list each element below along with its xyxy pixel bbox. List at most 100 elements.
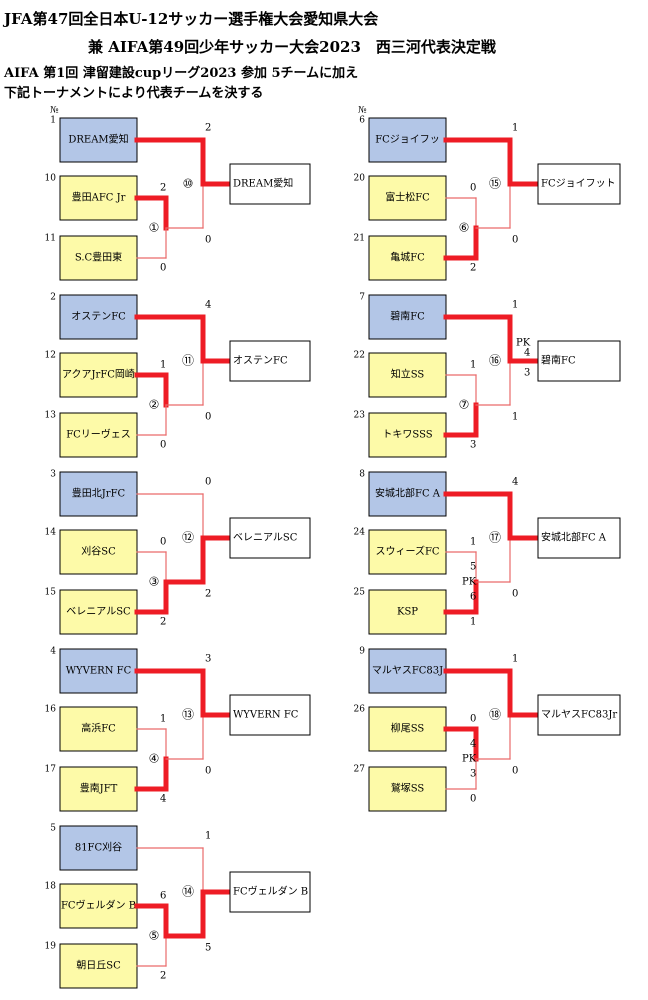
title-line-2: 兼 AIFA第49回少年サッカー大会2023 西三河代表決定戦: [88, 38, 496, 56]
match-5-winner-box: [229, 871, 311, 913]
match-8-seed-name: 安城北部FC A: [375, 487, 441, 500]
match-4-bottom-seed-number: 17: [45, 765, 57, 775]
match-8-winner-box: [537, 517, 621, 559]
match-2-bottom-name: FCリーヴェス: [66, 428, 131, 441]
match-1-sub-match-id: ①: [149, 221, 160, 235]
match-3-seed-box: [59, 471, 138, 517]
match-8-top-box: [368, 529, 447, 575]
match-7-winner-name: 碧南FC: [541, 354, 576, 367]
match-3-bottom-score: 2: [160, 617, 166, 628]
match-6-top-score: 0: [470, 183, 476, 194]
match-6-seed-score: 1: [512, 123, 518, 134]
match-4-seed-score: 3: [205, 654, 211, 665]
match-3-sub-score: 2: [205, 589, 211, 600]
match-6-bottom-score: 2: [470, 263, 476, 274]
match-9-sub-pk-top: 4: [470, 739, 476, 750]
match-7-bottom-seed-number: 23: [354, 411, 366, 421]
match-3-match-id: ⑫: [182, 531, 194, 545]
match-8-bottom-name: KSP: [397, 607, 418, 618]
match-8-top-score: 1: [470, 537, 476, 548]
match-8-bottom-score: 1: [470, 617, 476, 628]
match-2-bottom-box: [59, 412, 138, 458]
match-9-seed-name: マルヤスFC83J: [372, 666, 443, 677]
match-2-top-name: アクアJrFC岡崎: [62, 368, 135, 381]
match-3-top-seed-number: 14: [45, 528, 57, 538]
match-5-bottom-seed-number: 19: [45, 942, 57, 952]
match-5-winner-name: FCヴェルダン B: [233, 885, 308, 898]
match-4-match-id: ⑬: [182, 708, 194, 722]
match-6-top-seed-number: 20: [354, 174, 366, 184]
match-1-seed-seed-number: 1: [50, 116, 56, 126]
match-9-top-name: 柳尾SS: [391, 722, 425, 735]
match-5-bottom-name: 朝日丘SC: [76, 960, 121, 972]
match-5-top-seed-number: 18: [45, 882, 57, 892]
match-9-seed-box: [368, 648, 447, 694]
match-9-bottom-score: 0: [470, 794, 476, 805]
match-7-seed-name: 碧南FC: [390, 310, 425, 323]
match-3-top-score: 0: [160, 537, 166, 548]
match-8-seed-seed-number: 8: [359, 470, 365, 480]
match-9-sub-pk-label: PK: [462, 754, 477, 765]
match-4-top-score: 1: [160, 714, 166, 725]
match-5-top-name: FCヴェルダン B: [61, 899, 136, 912]
match-3-bottom-seed-number: 15: [45, 588, 57, 598]
match-5-seed-box: [59, 825, 138, 871]
match-5-top-box: [59, 883, 138, 929]
match-7-pk-label: PK: [516, 338, 531, 349]
match-6-bottom-name: 亀城FC: [390, 251, 425, 264]
match-9-bottom-name: 鷲塚SS: [391, 782, 425, 795]
match-1-seed-score: 2: [205, 123, 211, 134]
match-1-bottom-name: S.C豊田東: [75, 251, 122, 264]
match-3-top-name: 刈谷SC: [81, 545, 116, 558]
match-7-bottom-name: トキワSSS: [382, 430, 432, 441]
match-2-sub-match-id: ②: [149, 398, 160, 412]
match-7-seed-box: [368, 294, 447, 340]
match-9-bottom-seed-number: 27: [354, 765, 366, 775]
match-4-winner-name: WYVERN FC: [233, 710, 299, 721]
match-5-seed-seed-number: 5: [50, 824, 56, 834]
match-9-top-box: [368, 706, 447, 752]
match-4-seed-seed-number: 4: [50, 647, 56, 657]
match-1-sub-score: 0: [205, 235, 211, 246]
match-8-match-id: ⑰: [489, 531, 501, 545]
seed-mark-right: №: [358, 106, 367, 116]
match-9-seed-seed-number: 9: [359, 647, 365, 657]
match-8-top-name: スウィーズFC: [375, 545, 439, 558]
match-9-winner-name: マルヤスFC83Jr: [541, 710, 617, 721]
match-6-winner-name: FCジョイフット: [541, 179, 616, 190]
match-3-bottom-box: [59, 589, 138, 635]
match-7-pk-top: 4: [524, 348, 530, 359]
match-8-sub-pk-label: PK: [462, 577, 477, 588]
match-7-seed-score: 1: [512, 300, 518, 311]
match-6-seed-name: FCジョイフッ: [375, 135, 440, 146]
match-7-bottom-score: 3: [470, 440, 476, 451]
match-3-seed-name: 豊田北JrFC: [72, 487, 126, 500]
match-2-top-seed-number: 12: [45, 351, 56, 361]
match-2-seed-score: 4: [205, 300, 211, 311]
match-5-bottom-box: [59, 943, 138, 989]
match-2-match-id: ⑪: [182, 354, 194, 368]
match-3-winner-box: [229, 517, 311, 559]
match-6-match-id: ⑮: [489, 177, 501, 191]
match-1-match-id: ⑩: [183, 177, 194, 191]
match-4-bottom-score: 4: [160, 794, 166, 805]
match-5-match-id: ⑭: [182, 885, 194, 899]
match-6-top-name: 富士松FC: [385, 191, 430, 204]
match-3-bottom-name: ベレニアルSC: [66, 606, 131, 618]
match-7-top-seed-number: 22: [354, 351, 365, 361]
match-8-top-seed-number: 24: [354, 528, 366, 538]
match-8-seed-box: [368, 471, 447, 517]
match-7-bottom-box: [368, 412, 447, 458]
match-7-sub-score: 1: [512, 412, 518, 423]
match-1-bottom-score: 0: [160, 263, 166, 274]
match-8-winner-name: 安城北部FC A: [541, 531, 607, 544]
match-4-seed-box: [59, 648, 138, 694]
match-1-top-seed-number: 10: [45, 174, 57, 184]
match-9-sub-pk-bottom: 3: [470, 769, 476, 780]
match-4-winner-box: [229, 694, 311, 736]
match-5-bottom-score: 2: [160, 971, 166, 982]
match-2-seed-name: オステンFC: [71, 311, 126, 323]
match-6-bottom-box: [368, 235, 447, 281]
match-8-sub-pk-bottom: 6: [470, 592, 476, 603]
match-1-top-box: [59, 175, 138, 221]
